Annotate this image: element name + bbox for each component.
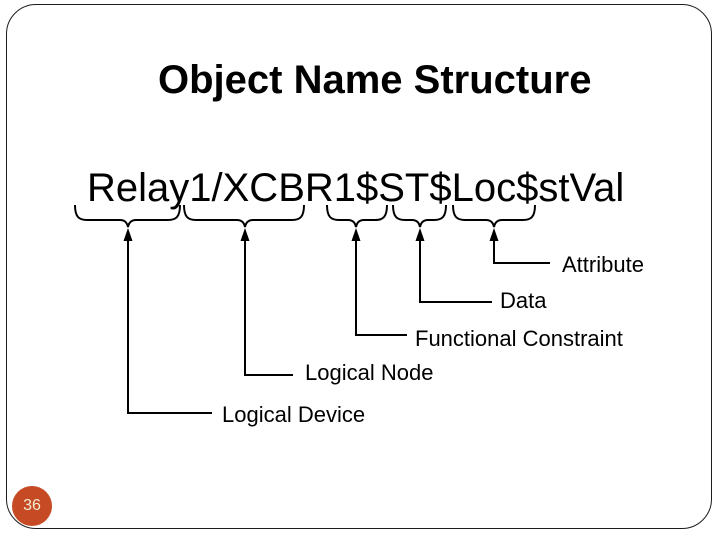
connector-data: [419, 238, 492, 303]
callout-label-functional-constraint: Functional Constraint: [415, 326, 623, 351]
arrowhead-functional-constraint-icon: [351, 228, 361, 241]
callout-label-data: Data: [500, 288, 547, 313]
slide-border: [6, 4, 712, 529]
brace-logical-node: [183, 204, 305, 228]
page-number-badge: 36: [12, 486, 52, 526]
object-name-text: Relay1/XCBR1$ST$Loc$stVal: [87, 166, 625, 210]
arrowhead-logical-device-icon: [123, 228, 133, 241]
brace-attribute: [452, 204, 536, 228]
page-number: 36: [23, 497, 41, 514]
callout-label-attribute: Attribute: [562, 252, 644, 277]
brace-functional-constraint: [326, 204, 388, 228]
connector-functional-constraint: [355, 238, 407, 336]
callout-label-logical-device: Logical Device: [222, 402, 366, 427]
connector-attribute: [493, 238, 550, 264]
arrowhead-attribute-icon: [489, 228, 499, 241]
arrowhead-logical-node-icon: [240, 228, 250, 241]
connector-logical-device: [127, 238, 212, 414]
arrowhead-data-icon: [415, 228, 425, 241]
callout-label-logical-node: Logical Node: [305, 360, 434, 385]
connector-logical-node: [244, 238, 293, 376]
brace-logical-device: [74, 204, 181, 228]
page-title: Object Name Structure: [158, 58, 592, 102]
brace-data: [392, 204, 447, 228]
